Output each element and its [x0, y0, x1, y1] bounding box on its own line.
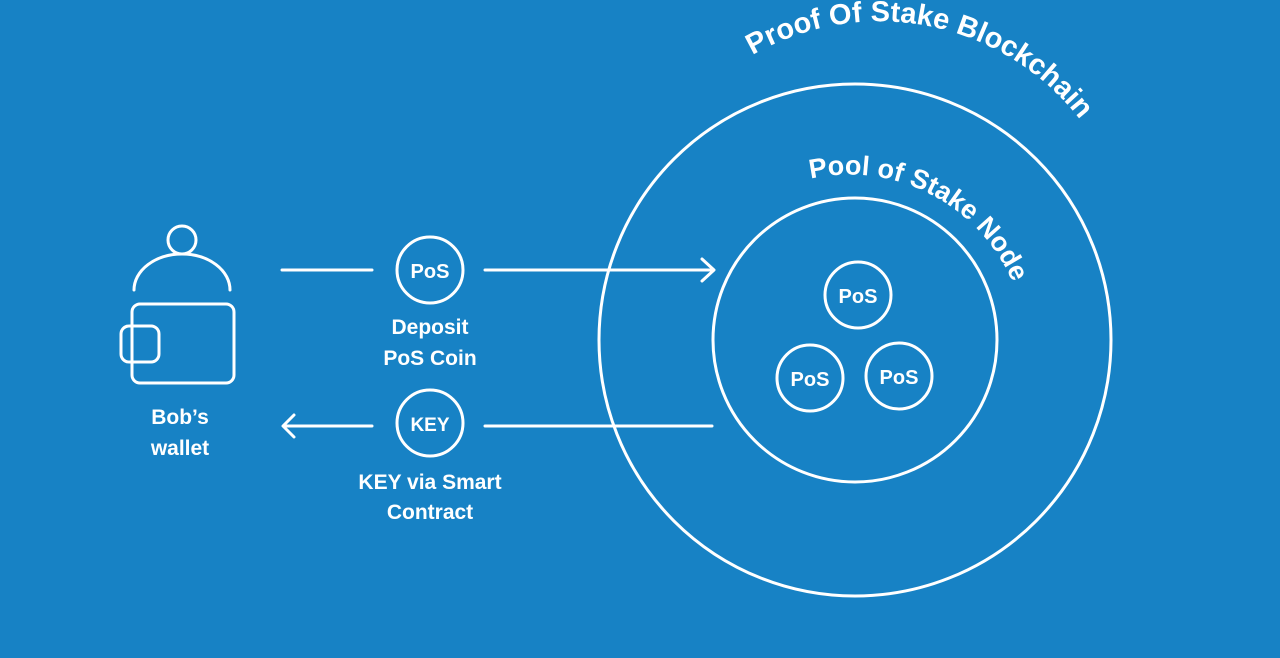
deposit-caption-line1: Deposit: [391, 316, 468, 339]
person-shoulders-icon: [132, 252, 232, 292]
key-coin-circle: [395, 388, 465, 458]
key-caption-line1: KEY via Smart: [358, 471, 501, 494]
pool-coin-circle-right: [864, 341, 934, 411]
wallet-label-line2: wallet: [150, 437, 209, 460]
key-arrowhead-icon: [281, 413, 296, 439]
wallet-body-icon: [130, 302, 236, 385]
blockchain-title: Proof Of Stake Blockchain: [741, 0, 1100, 124]
key-caption-line2: Contract: [387, 501, 473, 524]
deposit-coin-label: PoS: [411, 261, 450, 283]
wallet-label-line1: Bob’s: [151, 406, 209, 429]
pool-coin-label-right: PoS: [880, 367, 919, 389]
deposit-caption-line2: PoS Coin: [383, 347, 476, 370]
person-head-icon: [166, 224, 198, 256]
key-coin-label: KEY: [410, 415, 449, 436]
pool-coin-label-top: PoS: [839, 286, 878, 308]
blockchain-title-path: Proof Of Stake Blockchain: [741, 0, 1100, 124]
deposit-pos-coin-circle: [395, 235, 465, 305]
pool-coin-label-left: PoS: [791, 369, 830, 391]
pool-title-path: Pool of Stake Node: [806, 150, 1034, 285]
pool-inner-ring: [711, 196, 999, 484]
pool-title: Pool of Stake Node: [806, 150, 1034, 285]
blockchain-outer-ring: [597, 82, 1113, 598]
wallet-clasp-icon: [119, 324, 161, 364]
pool-coin-circle-top: [823, 260, 893, 330]
pool-coin-circle-left: [775, 343, 845, 413]
deposit-arrowhead-icon: [700, 257, 716, 283]
person-wallet-icon: [119, 224, 236, 385]
